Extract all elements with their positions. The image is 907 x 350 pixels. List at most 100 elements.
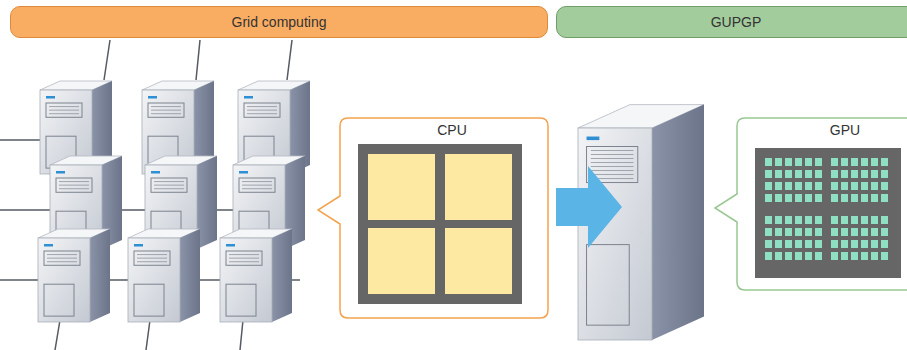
bay-slot bbox=[154, 188, 184, 189]
gpu-core bbox=[831, 194, 838, 202]
gpu-core bbox=[795, 216, 802, 224]
cpu-core bbox=[368, 154, 435, 220]
gpu-core bbox=[795, 194, 802, 202]
transition-arrow bbox=[556, 166, 622, 248]
drive-bay bbox=[226, 251, 262, 265]
gpu-core bbox=[831, 170, 838, 178]
gpu-core bbox=[881, 194, 888, 202]
gpu-core bbox=[861, 182, 868, 190]
gpu-core bbox=[785, 252, 792, 260]
server-tower bbox=[38, 229, 110, 322]
bay-slot bbox=[59, 185, 89, 186]
gpu-core bbox=[831, 228, 838, 236]
gpu-core bbox=[881, 228, 888, 236]
tower-side bbox=[90, 229, 110, 322]
header-band: Grid computing bbox=[10, 6, 548, 38]
gpu-core bbox=[765, 182, 772, 190]
bay-slot bbox=[137, 254, 167, 255]
drive-bay bbox=[148, 103, 184, 117]
gpu-core bbox=[795, 228, 802, 236]
bay-slot bbox=[229, 258, 259, 259]
gpu-core bbox=[775, 170, 782, 178]
gpu-core bbox=[815, 194, 822, 202]
gpu-core bbox=[815, 240, 822, 248]
gpu-core bbox=[775, 182, 782, 190]
network-line bbox=[0, 139, 40, 141]
callout-title: CPU bbox=[340, 118, 564, 138]
power-led bbox=[46, 96, 55, 99]
band-title: Grid computing bbox=[232, 14, 327, 30]
power-led bbox=[226, 244, 235, 247]
gpu-core bbox=[861, 158, 868, 166]
gpu-core bbox=[785, 228, 792, 236]
bay-slot bbox=[59, 188, 89, 189]
gpu-core bbox=[795, 158, 802, 166]
gpu-core bbox=[785, 240, 792, 248]
gpu-core bbox=[841, 240, 848, 248]
network-line bbox=[55, 320, 60, 350]
bay-slot bbox=[242, 185, 272, 186]
gpu-core bbox=[805, 194, 812, 202]
gpu-core bbox=[775, 252, 782, 260]
callout-shape bbox=[318, 118, 548, 318]
gpu-core bbox=[815, 170, 822, 178]
server-tower bbox=[128, 229, 200, 322]
gpu-core bbox=[795, 170, 802, 178]
gpu-core bbox=[851, 240, 858, 248]
gpu-core bbox=[795, 182, 802, 190]
gpu-core bbox=[831, 240, 838, 248]
power-led bbox=[148, 96, 157, 99]
cpu-core bbox=[445, 228, 512, 294]
gpu-core bbox=[851, 182, 858, 190]
gpu-core bbox=[775, 216, 782, 224]
bay-slot bbox=[59, 181, 89, 182]
drive-bay bbox=[244, 103, 280, 117]
tower-door bbox=[44, 284, 74, 316]
power-led bbox=[587, 137, 600, 141]
power-led bbox=[244, 96, 253, 99]
tower-front bbox=[220, 238, 272, 322]
bay-slot bbox=[247, 110, 277, 111]
network-line bbox=[104, 40, 110, 80]
gpu-core bbox=[871, 252, 878, 260]
tower-door bbox=[587, 245, 630, 326]
gpu-core bbox=[841, 158, 848, 166]
gpu-core bbox=[831, 252, 838, 260]
gpu-core bbox=[765, 240, 772, 248]
bay-slot bbox=[229, 261, 259, 262]
gpu-core bbox=[805, 170, 812, 178]
gpu-core bbox=[881, 252, 888, 260]
gpu-core bbox=[871, 240, 878, 248]
bay-slot bbox=[247, 106, 277, 107]
bay-slot bbox=[49, 113, 79, 114]
gpu-core bbox=[815, 228, 822, 236]
gpu-core bbox=[871, 182, 878, 190]
gpu-core bbox=[831, 182, 838, 190]
power-led bbox=[56, 171, 65, 174]
bay-slot bbox=[591, 166, 634, 167]
gpu-core bbox=[861, 228, 868, 236]
network-line bbox=[196, 40, 200, 80]
tower-side bbox=[272, 229, 292, 322]
bay-slot bbox=[591, 170, 634, 171]
gpu-core bbox=[765, 252, 772, 260]
gpu-core bbox=[851, 252, 858, 260]
gpu-core bbox=[881, 170, 888, 178]
gpu-core bbox=[765, 194, 772, 202]
gpu-core bbox=[765, 228, 772, 236]
cpu-chip bbox=[358, 144, 522, 304]
gpu-core bbox=[795, 252, 802, 260]
gpu-core bbox=[805, 182, 812, 190]
tower-side bbox=[180, 229, 200, 322]
gpu-core bbox=[871, 216, 878, 224]
server-group bbox=[38, 81, 704, 340]
band-title: GUPGP bbox=[711, 14, 762, 30]
bay-slot bbox=[591, 158, 634, 159]
bay-slot bbox=[49, 110, 79, 111]
gpu-core bbox=[861, 194, 868, 202]
drive-bay bbox=[151, 178, 187, 192]
drive-bay bbox=[134, 251, 170, 265]
gpu-core bbox=[851, 228, 858, 236]
callout-outline bbox=[340, 118, 548, 318]
power-led bbox=[44, 244, 53, 247]
